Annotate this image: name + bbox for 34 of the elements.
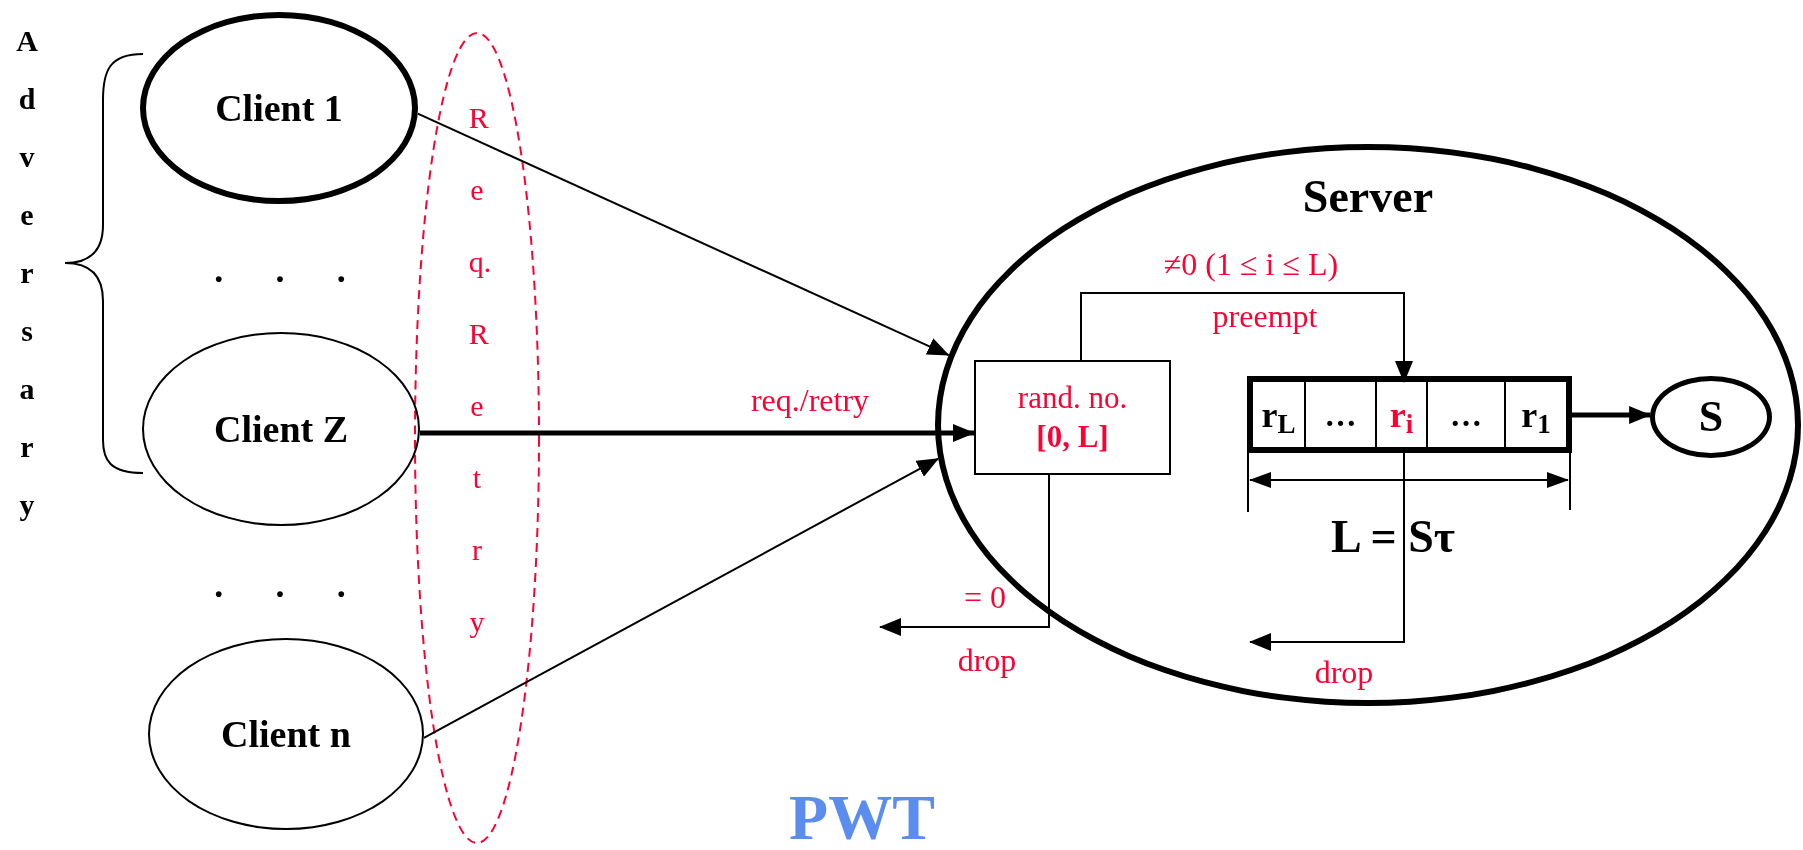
formula-label: L = Sτ	[1330, 510, 1456, 565]
arrow	[879, 474, 1050, 636]
queue-bar	[1247, 376, 1572, 453]
node-label: S	[1698, 391, 1724, 443]
vertical-label: Adversary	[15, 23, 39, 523]
note-label: drop	[957, 641, 1017, 680]
note-label: drop	[1314, 653, 1374, 692]
client-ellipse	[142, 332, 420, 526]
node-label: r$_{1}$	[1521, 393, 1551, 442]
caption: PWT	[789, 786, 935, 850]
node-label: [0, L]	[1036, 417, 1109, 456]
process-box	[974, 360, 1171, 475]
arrow	[419, 424, 975, 442]
node-label: Client Z	[213, 406, 349, 452]
node-label: Server	[1302, 170, 1434, 224]
ellipsis-label: . . .	[213, 248, 368, 292]
edge-label: ≠0 (1 ≤ i ≤ L)	[1163, 245, 1339, 284]
ellipsis-label: . . .	[213, 563, 368, 607]
server-circle	[1650, 376, 1772, 458]
client-ellipse	[148, 638, 424, 830]
server-ellipse	[935, 144, 1801, 706]
node-label: rand. no.	[1017, 378, 1128, 417]
node-label: Client n	[221, 711, 351, 757]
arrow	[1572, 406, 1652, 424]
arrow	[422, 457, 940, 739]
edge-label: = 0	[964, 578, 1006, 617]
arrow	[416, 112, 950, 357]
node-label: Client 1	[215, 85, 343, 131]
note-label: preempt	[1212, 297, 1318, 336]
node-label: …	[1450, 395, 1482, 435]
client-ellipse	[140, 12, 418, 204]
node-label: …	[1324, 395, 1357, 435]
node-label: r$_{L}$	[1261, 393, 1296, 442]
node-label: r$_{i}$	[1389, 393, 1414, 442]
